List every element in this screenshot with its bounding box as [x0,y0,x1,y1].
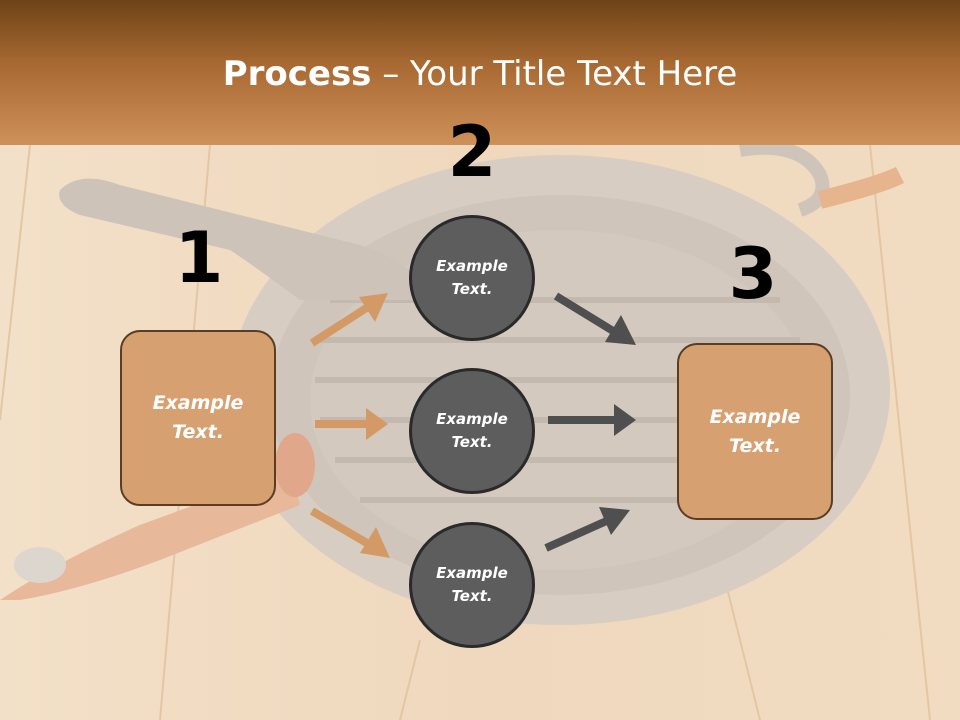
slide-title: Process – Your Title Text Here [0,52,960,96]
step3-box: Example Text. [677,343,833,520]
circle-middle-text: Example Text. [436,410,508,451]
step3-box-text: Example Text. [709,405,801,457]
circle-top: Example Text. [409,215,535,341]
arrow-box1-to-circle-bottom [309,507,390,558]
circle-top-text: Example Text. [436,257,508,298]
circle-bottom-text: Example Text. [436,564,508,605]
title-bold-part: Process [222,54,372,94]
step1-box-text: Example Text. [152,392,244,443]
arrow-circle-bottom-to-box3 [544,507,630,552]
title-rest-part: – Your Title Text Here [371,54,738,94]
step1-box: Example Text. [120,330,276,506]
circle-middle: Example Text. [409,368,535,494]
circle-bottom: Example Text. [409,522,535,648]
arrow-circle-top-to-box3 [553,292,636,345]
title-bar [0,0,960,145]
step-number-2: 2 [447,111,497,193]
arrow-circle-middle-to-box3 [548,404,636,436]
arrow-box1-to-circle-top [309,293,388,347]
step-number-3: 3 [728,233,778,315]
arrow-box1-to-circle-middle [315,408,388,440]
step-number-1: 1 [174,217,224,299]
